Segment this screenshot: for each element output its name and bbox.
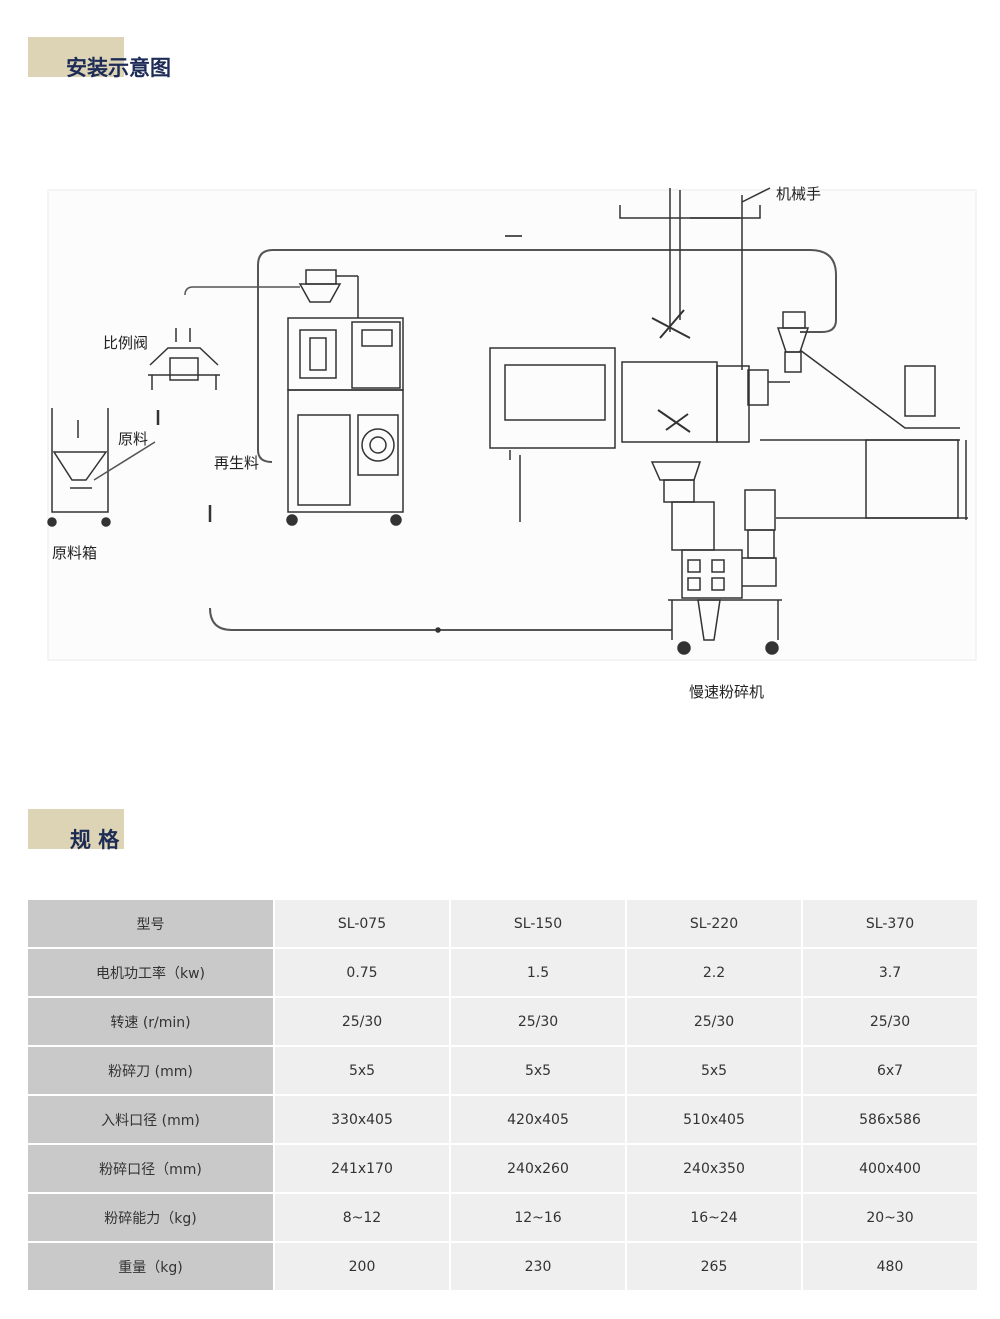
spec-table: 型号 SL-075 SL-150 SL-220 SL-370 电机功工率（kw)… bbox=[28, 900, 979, 1292]
section-title-specs: 规 格 bbox=[70, 828, 120, 852]
table-cell: 5x5 bbox=[274, 1046, 451, 1096]
header-model: SL-370 bbox=[802, 900, 979, 949]
table-cell: 5x5 bbox=[626, 1046, 803, 1096]
installation-diagram bbox=[47, 187, 977, 661]
table-cell: 0.75 bbox=[274, 948, 451, 998]
table-cell: 3.7 bbox=[802, 948, 979, 998]
table-cell: 16~24 bbox=[626, 1193, 803, 1243]
robot-arm bbox=[619, 187, 771, 370]
table-cell: 25/30 bbox=[802, 997, 979, 1047]
raw-material-box bbox=[47, 408, 156, 527]
header-model: SL-150 bbox=[450, 900, 627, 949]
table-cell: 25/30 bbox=[274, 997, 451, 1047]
table-cell: 586x586 bbox=[802, 1095, 979, 1145]
table-cell: 510x405 bbox=[626, 1095, 803, 1145]
row-label: 粉碎刀 (mm) bbox=[28, 1046, 275, 1096]
label-raw-material-box: 原料箱 bbox=[52, 544, 98, 562]
table-cell: 330x405 bbox=[274, 1095, 451, 1145]
section-marker-install bbox=[28, 37, 124, 77]
table-row: 粉碎能力（kg) 8~12 12~16 16~24 20~30 bbox=[28, 1193, 979, 1243]
row-label: 入料口径 (mm) bbox=[28, 1095, 275, 1145]
table-cell: 20~30 bbox=[802, 1193, 979, 1243]
row-label: 粉碎口径（mm) bbox=[28, 1144, 275, 1194]
header-model: SL-075 bbox=[274, 900, 451, 949]
proportional-valve bbox=[148, 328, 220, 390]
table-row: 粉碎刀 (mm) 5x5 5x5 5x5 6x7 bbox=[28, 1046, 979, 1096]
table-cell: 2.2 bbox=[626, 948, 803, 998]
table-cell: 480 bbox=[802, 1242, 979, 1292]
table-row: 重量（kg) 200 230 265 480 bbox=[28, 1242, 979, 1292]
label-proportional-valve: 比例阀 bbox=[103, 334, 149, 352]
label-robot: 机械手 bbox=[776, 185, 822, 203]
table-cell: 25/30 bbox=[450, 997, 627, 1047]
dryer-unit bbox=[286, 269, 404, 526]
table-cell: 200 bbox=[274, 1242, 451, 1292]
table-row: 粉碎口径（mm) 241x170 240x260 240x350 400x400 bbox=[28, 1144, 979, 1194]
section-title-install: 安装示意图 bbox=[66, 56, 171, 80]
table-cell: 240x350 bbox=[626, 1144, 803, 1194]
table-cell: 241x170 bbox=[274, 1144, 451, 1194]
table-cell: 265 bbox=[626, 1242, 803, 1292]
section-marker-specs bbox=[28, 809, 124, 849]
row-label: 重量（kg) bbox=[28, 1242, 275, 1292]
label-slow-crusher: 慢速粉碎机 bbox=[689, 683, 765, 701]
table-row: 入料口径 (mm) 330x405 420x405 510x405 586x58… bbox=[28, 1095, 979, 1145]
table-cell: 8~12 bbox=[274, 1193, 451, 1243]
slow-crusher bbox=[650, 461, 782, 655]
injection-machine bbox=[489, 347, 968, 522]
table-row: 转速 (r/min) 25/30 25/30 25/30 25/30 bbox=[28, 997, 979, 1047]
return-pipe bbox=[209, 607, 672, 631]
hopper-loader-machine bbox=[776, 311, 810, 373]
table-cell: 6x7 bbox=[802, 1046, 979, 1096]
table-cell: 1.5 bbox=[450, 948, 627, 998]
header-model: SL-220 bbox=[626, 900, 803, 949]
table-cell: 400x400 bbox=[802, 1144, 979, 1194]
label-regrind: 再生料 bbox=[214, 454, 260, 472]
table-header-row: 型号 SL-075 SL-150 SL-220 SL-370 bbox=[28, 900, 979, 949]
row-label: 转速 (r/min) bbox=[28, 997, 275, 1047]
table-cell: 5x5 bbox=[450, 1046, 627, 1096]
table-row: 电机功工率（kw) 0.75 1.5 2.2 3.7 bbox=[28, 948, 979, 998]
conveying-pipe bbox=[257, 235, 837, 463]
table-cell: 420x405 bbox=[450, 1095, 627, 1145]
table-cell: 230 bbox=[450, 1242, 627, 1292]
table-cell: 12~16 bbox=[450, 1193, 627, 1243]
table-cell: 240x260 bbox=[450, 1144, 627, 1194]
row-label: 电机功工率（kw) bbox=[28, 948, 275, 998]
table-cell: 25/30 bbox=[626, 997, 803, 1047]
row-label: 粉碎能力（kg) bbox=[28, 1193, 275, 1243]
label-raw-material: 原料 bbox=[118, 430, 149, 448]
header-label: 型号 bbox=[28, 900, 275, 949]
